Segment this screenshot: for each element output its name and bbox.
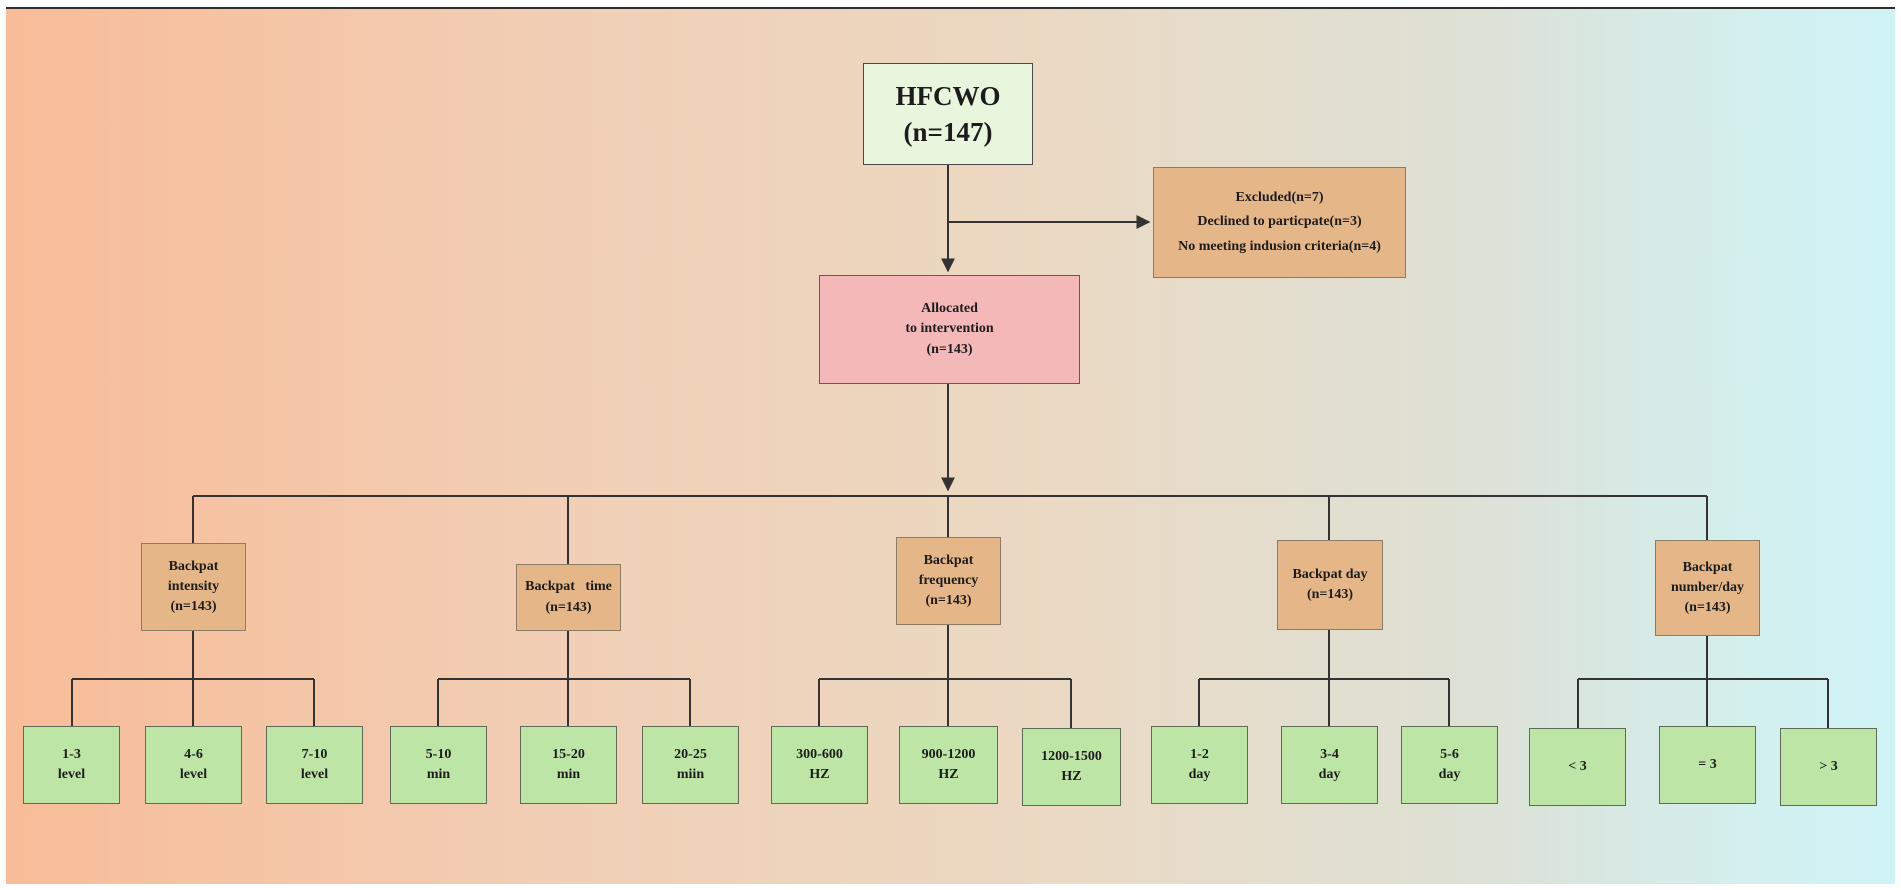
root-title: HFCWO	[895, 80, 1001, 111]
leaf-value: 7-10	[301, 746, 328, 762]
category-box-day: Backpat day (n=143)	[1277, 540, 1383, 630]
leaf-unit: level	[57, 767, 86, 782]
leaf-unit: level	[179, 767, 208, 782]
root-count: (n=147)	[903, 117, 993, 147]
leaf-value: 1-2	[1190, 746, 1209, 762]
category-box-frequency: Backpat frequency (n=143)	[896, 537, 1001, 625]
leaf-box-7-10-level: 7-10 level	[266, 726, 363, 804]
category-count: (n=143)	[1684, 600, 1731, 616]
leaf-box-15-20-min: 15-20 min	[520, 726, 617, 804]
excluded-declined: Declined to particpate(n=3)	[1197, 214, 1362, 230]
category-count: (n=143)	[170, 599, 217, 615]
category-label: Backpat	[1682, 559, 1733, 575]
leaf-unit: day	[1438, 767, 1461, 782]
leaf-unit: level	[300, 767, 329, 782]
leaf-unit: day	[1188, 767, 1211, 782]
leaf-box-1200-1500-hz: 1200-1500 HZ	[1022, 728, 1121, 806]
allocated-count: (n=143)	[926, 341, 973, 357]
leaf-value: 5-6	[1440, 746, 1459, 762]
leaf-box-equal-3: = 3	[1659, 726, 1756, 804]
leaf-box-5-6-day: 5-6 day	[1401, 726, 1498, 804]
allocated-box: Allocated to intervention (n=143)	[819, 275, 1080, 384]
leaf-value: 4-6	[184, 746, 203, 762]
leaf-value: 900-1200	[921, 746, 976, 762]
leaf-unit: HZ	[809, 767, 830, 782]
leaf-box-5-10-min: 5-10 min	[390, 726, 487, 804]
leaf-box-20-25-miin: 20-25 miin	[642, 726, 739, 804]
allocated-line-2: to intervention	[905, 321, 994, 337]
category-box-time: Backpat time (n=143)	[516, 564, 621, 631]
leaf-box-300-600-hz: 300-600 HZ	[771, 726, 868, 804]
leaf-unit: HZ	[938, 767, 959, 782]
category-label: Backpat	[923, 552, 974, 568]
leaf-box-4-6-level: 4-6 level	[145, 726, 242, 804]
category-label: Backpat day	[1292, 566, 1368, 582]
leaf-unit: min	[426, 767, 451, 782]
allocated-line-1: Allocated	[921, 301, 978, 317]
leaf-box-1-2-day: 1-2 day	[1151, 726, 1248, 804]
leaf-value: 5-10	[425, 746, 452, 762]
top-border-line	[6, 7, 1895, 9]
category-label: number/day	[1670, 579, 1745, 595]
category-label: intensity	[167, 578, 220, 594]
category-box-number: Backpat number/day (n=143)	[1655, 540, 1760, 636]
leaf-box-less-than-3: < 3	[1529, 728, 1626, 806]
category-label: Backpat	[168, 558, 219, 574]
excluded-total: Excluded(n=7)	[1235, 189, 1324, 205]
leaf-value: 1-3	[62, 746, 81, 762]
leaf-value: 300-600	[796, 746, 843, 762]
leaf-value: < 3	[1568, 758, 1587, 774]
leaf-value: 3-4	[1320, 746, 1339, 762]
leaf-unit: miin	[676, 767, 705, 782]
leaf-unit: min	[556, 767, 581, 782]
leaf-unit: day	[1318, 767, 1341, 782]
root-box: HFCWO (n=147)	[863, 63, 1033, 165]
leaf-box-1-3-level: 1-3 level	[23, 726, 120, 804]
category-count: (n=143)	[925, 593, 972, 609]
leaf-value: 15-20	[552, 746, 585, 762]
leaf-box-greater-than-3: > 3	[1780, 728, 1877, 806]
category-box-intensity: Backpat intensity (n=143)	[141, 543, 246, 631]
leaf-unit: HZ	[1061, 769, 1082, 784]
category-count: (n=143)	[545, 599, 592, 615]
leaf-box-900-1200-hz: 900-1200 HZ	[899, 726, 998, 804]
leaf-value: 20-25	[674, 746, 707, 762]
category-count: (n=143)	[1306, 587, 1354, 602]
excluded-box: Excluded(n=7) Declined to particpate(n=3…	[1153, 167, 1406, 278]
leaf-value: = 3	[1698, 756, 1717, 772]
leaf-value: > 3	[1819, 758, 1838, 774]
leaf-box-3-4-day: 3-4 day	[1281, 726, 1378, 804]
category-label: frequency	[918, 572, 979, 588]
leaf-value: 1200-1500	[1041, 748, 1102, 764]
excluded-criteria: No meeting indusion criteria(n=4)	[1178, 238, 1381, 254]
category-label: Backpat time	[525, 579, 612, 595]
